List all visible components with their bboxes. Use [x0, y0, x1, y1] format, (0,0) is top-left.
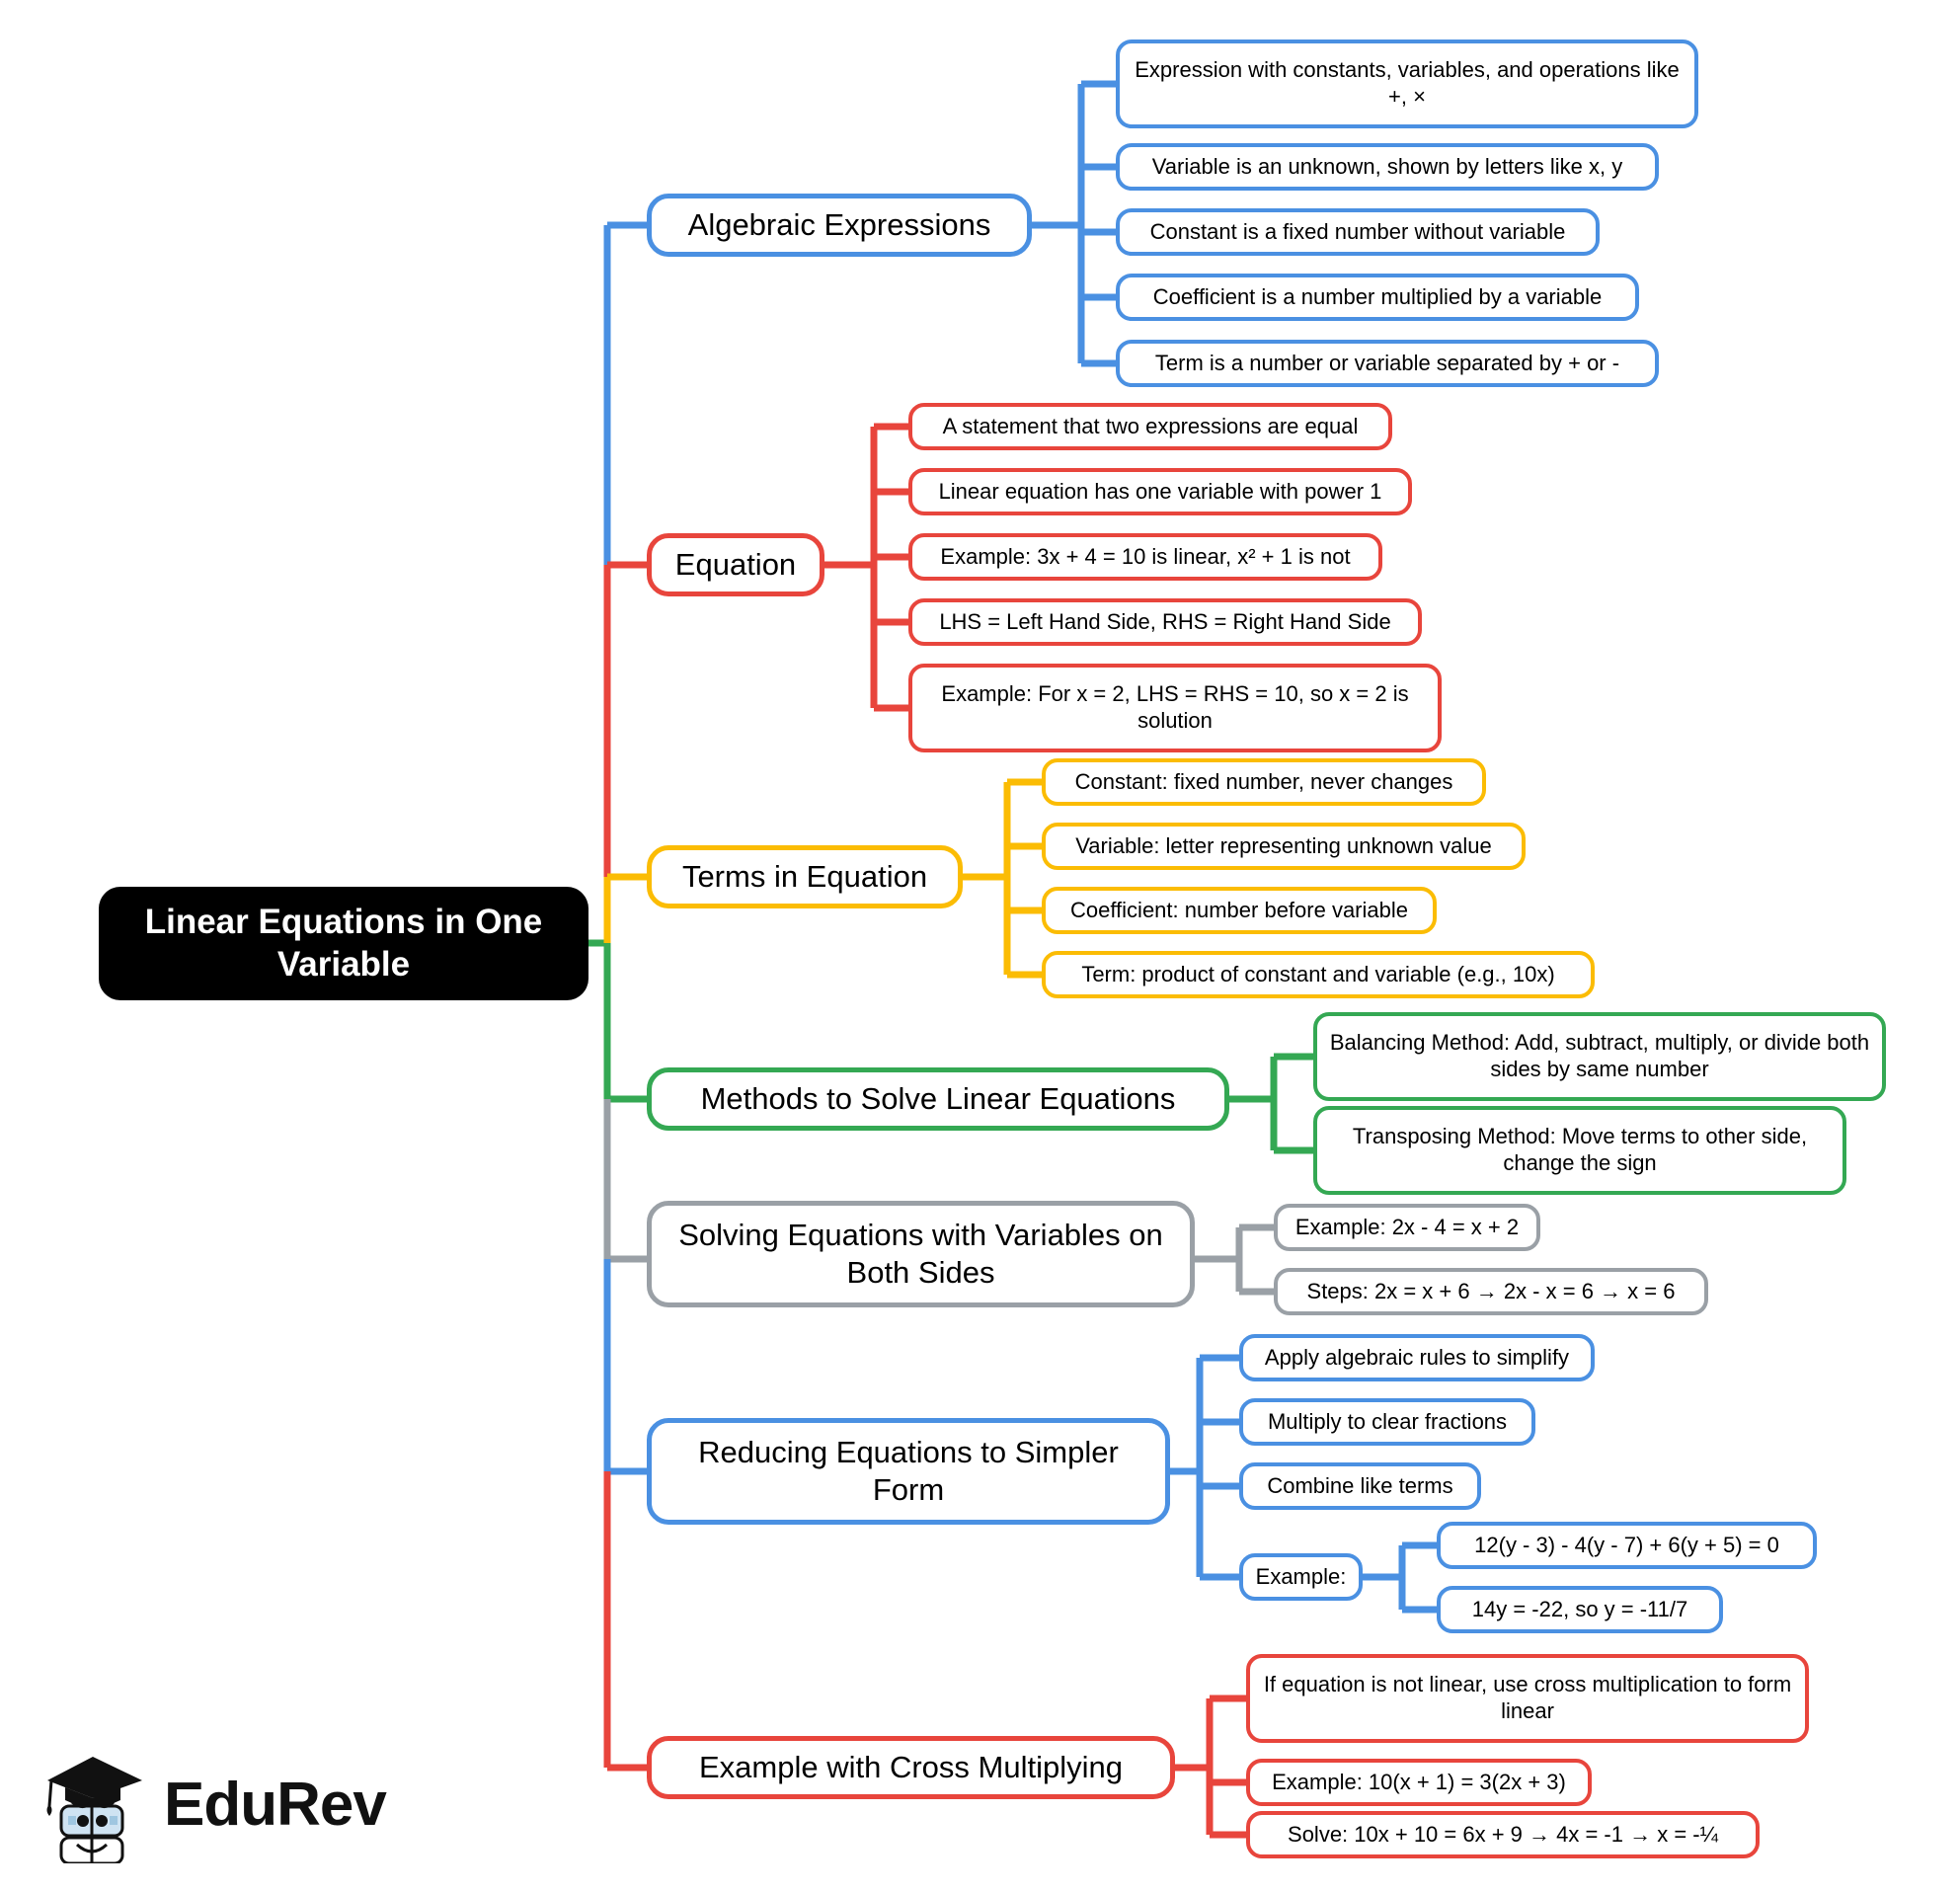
branch-node-equation[interactable]: Equation: [647, 533, 824, 596]
leaf-label: A statement that two expressions are equ…: [942, 413, 1359, 438]
root-node[interactable]: Linear Equations in One Variable: [99, 887, 588, 1000]
leaf-label: Example: 2x - 4 = x + 2: [1294, 1214, 1520, 1239]
graduation-cap-book-icon: [46, 1757, 142, 1863]
leaf-node[interactable]: Variable: letter representing unknown va…: [1042, 823, 1526, 870]
branch-node-reducing-equations[interactable]: Reducing Equations to Simpler Form: [647, 1418, 1170, 1525]
leaf-node[interactable]: Transposing Method: Move terms to other …: [1313, 1106, 1846, 1195]
branch-label: Algebraic Expressions: [687, 207, 991, 243]
leaf-label: Term: product of constant and variable (…: [1081, 961, 1555, 986]
leaf-label: Constant: fixed number, never changes: [1074, 768, 1453, 794]
leaf-node[interactable]: Example: 10(x + 1) = 3(2x + 3): [1246, 1759, 1592, 1806]
leaf-label: Variable is an unknown, shown by letters…: [1151, 153, 1623, 179]
leaf-node[interactable]: A statement that two expressions are equ…: [908, 403, 1392, 450]
branch-node-solving-variables-both-sides[interactable]: Solving Equations with Variables on Both…: [647, 1201, 1195, 1307]
leaf-label: Coefficient: number before variable: [1069, 897, 1408, 922]
leaf-label: Solve: 10x + 10 = 6x + 9 → 4x = -1 → x =…: [1288, 1821, 1718, 1847]
leaf-node[interactable]: Constant is a fixed number without varia…: [1116, 208, 1600, 256]
subleaf-label: 12(y - 3) - 4(y - 7) + 6(y + 5) = 0: [1474, 1532, 1779, 1557]
leaf-label: Combine like terms: [1267, 1472, 1453, 1498]
leaf-node[interactable]: Coefficient is a number multiplied by a …: [1116, 274, 1639, 321]
branch-node-cross-multiplying[interactable]: Example with Cross Multiplying: [647, 1736, 1175, 1799]
edurev-wordmark: EduRev: [164, 1770, 387, 1839]
subleaf-node[interactable]: 14y = -22, so y = -11/7: [1437, 1586, 1723, 1633]
leaf-node[interactable]: Linear equation has one variable with po…: [908, 468, 1412, 515]
leaf-label: Constant is a fixed number without varia…: [1149, 218, 1566, 244]
leaf-node[interactable]: Expression with constants, variables, an…: [1116, 39, 1698, 128]
branch-node-terms-in-equation[interactable]: Terms in Equation: [647, 845, 963, 908]
branch-node-methods-to-solve[interactable]: Methods to Solve Linear Equations: [647, 1067, 1229, 1131]
leaf-node[interactable]: LHS = Left Hand Side, RHS = Right Hand S…: [908, 598, 1422, 646]
leaf-label: Example: For x = 2, LHS = RHS = 10, so x…: [941, 681, 1409, 733]
leaf-label: Transposing Method: Move terms to other …: [1352, 1124, 1808, 1175]
branch-label: Equation: [674, 547, 797, 583]
root-node-label: Linear Equations in One Variable: [144, 902, 543, 984]
leaf-label: If equation is not linear, use cross mul…: [1263, 1672, 1792, 1723]
branch-label: Methods to Solve Linear Equations: [700, 1081, 1176, 1117]
leaf-node[interactable]: Example: 3x + 4 = 10 is linear, x² + 1 i…: [908, 533, 1382, 581]
branch-label: Solving Equations with Variables on Both…: [678, 1218, 1163, 1290]
branch-label: Reducing Equations to Simpler Form: [698, 1435, 1119, 1507]
leaf-node[interactable]: Term: product of constant and variable (…: [1042, 951, 1595, 998]
leaf-label: Coefficient is a number multiplied by a …: [1152, 283, 1603, 309]
leaf-node-example[interactable]: Example:: [1239, 1553, 1363, 1601]
leaf-node[interactable]: Constant: fixed number, never changes: [1042, 758, 1486, 806]
leaf-node[interactable]: Combine like terms: [1239, 1462, 1481, 1510]
leaf-label: Example: 10(x + 1) = 3(2x + 3): [1272, 1769, 1566, 1794]
leaf-node[interactable]: Multiply to clear fractions: [1239, 1398, 1535, 1446]
leaf-label: Variable: letter representing unknown va…: [1075, 832, 1492, 858]
leaf-label: Term is a number or variable separated b…: [1154, 350, 1620, 375]
leaf-node[interactable]: Steps: 2x = x + 6 → 2x - x = 6 → x = 6: [1274, 1268, 1708, 1315]
leaf-label: Steps: 2x = x + 6 → 2x - x = 6 → x = 6: [1306, 1278, 1676, 1303]
leaf-node[interactable]: If equation is not linear, use cross mul…: [1246, 1654, 1809, 1743]
leaf-node[interactable]: Apply algebraic rules to simplify: [1239, 1334, 1595, 1381]
leaf-node[interactable]: Coefficient: number before variable: [1042, 887, 1437, 934]
leaf-node[interactable]: Example: 2x - 4 = x + 2: [1274, 1204, 1540, 1251]
leaf-label: Apply algebraic rules to simplify: [1264, 1344, 1570, 1370]
subleaf-node[interactable]: 12(y - 3) - 4(y - 7) + 6(y + 5) = 0: [1437, 1522, 1817, 1569]
leaf-label: Multiply to clear fractions: [1267, 1408, 1508, 1434]
leaf-node[interactable]: Variable is an unknown, shown by letters…: [1116, 143, 1659, 191]
leaf-label: Balancing Method: Add, subtract, multipl…: [1329, 1030, 1870, 1081]
leaf-node[interactable]: Term is a number or variable separated b…: [1116, 340, 1659, 387]
leaf-label: Expression with constants, variables, an…: [1135, 57, 1680, 109]
leaf-node[interactable]: Balancing Method: Add, subtract, multipl…: [1313, 1012, 1886, 1101]
branch-node-algebraic-expressions[interactable]: Algebraic Expressions: [647, 194, 1032, 257]
leaf-label: LHS = Left Hand Side, RHS = Right Hand S…: [939, 608, 1391, 634]
edurev-watermark: EduRev: [39, 1740, 395, 1868]
leaf-node[interactable]: Example: For x = 2, LHS = RHS = 10, so x…: [908, 664, 1442, 752]
leaf-label: Example:: [1255, 1563, 1347, 1589]
subleaf-label: 14y = -22, so y = -11/7: [1471, 1596, 1688, 1621]
leaf-label: Example: 3x + 4 = 10 is linear, x² + 1 i…: [940, 543, 1351, 569]
leaf-label: Linear equation has one variable with po…: [938, 478, 1382, 504]
branch-label: Terms in Equation: [681, 859, 928, 895]
branch-label: Example with Cross Multiplying: [699, 1750, 1123, 1785]
leaf-node[interactable]: Solve: 10x + 10 = 6x + 9 → 4x = -1 → x =…: [1246, 1811, 1760, 1858]
